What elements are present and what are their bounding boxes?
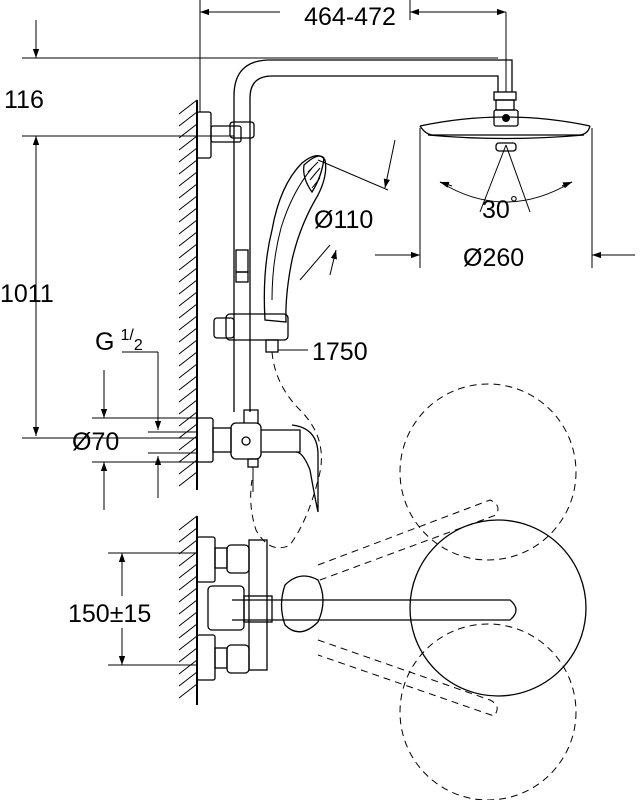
dim-rosette-dia-label: Ø70 [72, 428, 119, 456]
hatch-line [178, 647, 198, 663]
hatch-line [178, 219, 198, 235]
hatch-line [178, 171, 198, 187]
hatch-line [178, 111, 198, 127]
dim-top-width-label: 464-472 [304, 3, 396, 31]
dim-bar-height-label: 1011 [0, 280, 54, 308]
dim-head-dia: Ø260 [375, 128, 635, 272]
hatch-line [178, 339, 198, 355]
hatch-line [178, 183, 198, 199]
wall-hatching-upper [178, 99, 198, 487]
hatch-line [178, 363, 198, 379]
hatch-line [178, 99, 198, 115]
hatch-line [178, 447, 198, 463]
hatch-line [178, 539, 198, 555]
hatch-line [178, 315, 198, 331]
hatch-line [178, 587, 198, 603]
hatch-line [178, 551, 198, 567]
dim-center-distance-label: 150±15 [68, 600, 151, 628]
dim-hand-shower-dia-label: Ø110 [314, 206, 373, 234]
hose [250, 351, 322, 549]
dim-hose-length: 1750 [278, 338, 368, 366]
dim-hand-shower-dia: Ø110 [299, 139, 396, 281]
hatch-line [178, 147, 198, 163]
dim-tilt-angle: 30° [439, 144, 573, 224]
hatch-line [178, 243, 198, 259]
shower-head [419, 109, 591, 152]
dim-hose-length-label: 1750 [312, 338, 368, 366]
hatch-line [178, 291, 198, 307]
hatch-line [178, 659, 198, 675]
hatch-line [178, 159, 198, 175]
hatch-line [178, 683, 198, 699]
hatch-line [178, 195, 198, 211]
dim-rosette-dia: Ø70 [72, 370, 197, 510]
hand-shower [263, 155, 327, 323]
hatch-line [178, 635, 198, 651]
hatch-line [178, 207, 198, 223]
dim-head-dia-label: Ø260 [463, 244, 524, 272]
hatch-line [178, 267, 198, 283]
shower-column [196, 59, 517, 412]
wall-hatching-lower [178, 515, 198, 699]
hatch-line [178, 423, 198, 439]
hatch-line [178, 387, 198, 403]
hatch-line [178, 527, 198, 543]
dim-center-distance: 150±15 [68, 552, 197, 666]
hatch-line [178, 575, 198, 591]
dim-bar-height: 1011 [0, 170, 197, 439]
dim-top-width: 464-472 [199, 0, 507, 112]
hatch-line [178, 515, 198, 531]
dim-head-height: 116 [4, 20, 498, 170]
hand-shower-holder [213, 313, 289, 353]
hatch-line [178, 623, 198, 639]
hatch-line [178, 327, 198, 343]
hatch-line [178, 671, 198, 687]
hatch-line [178, 135, 198, 151]
hatch-line [178, 399, 198, 415]
lever-sweep [317, 383, 587, 800]
hatch-line [178, 255, 198, 271]
wall [178, 99, 198, 705]
hatch-line [178, 411, 198, 427]
lower-mixer [196, 536, 517, 681]
hatch-line [178, 351, 198, 367]
hatch-line [178, 611, 198, 627]
hatch-line [178, 279, 198, 295]
hatch-line [178, 375, 198, 391]
dim-tilt-angle-label: 30° [482, 193, 518, 224]
hatch-line [178, 471, 198, 487]
upper-mixer [196, 409, 319, 513]
hatch-line [178, 599, 198, 615]
dim-head-height-label: 116 [4, 86, 44, 114]
hatch-line [178, 563, 198, 579]
hatch-line [178, 231, 198, 247]
hatch-line [178, 303, 198, 319]
